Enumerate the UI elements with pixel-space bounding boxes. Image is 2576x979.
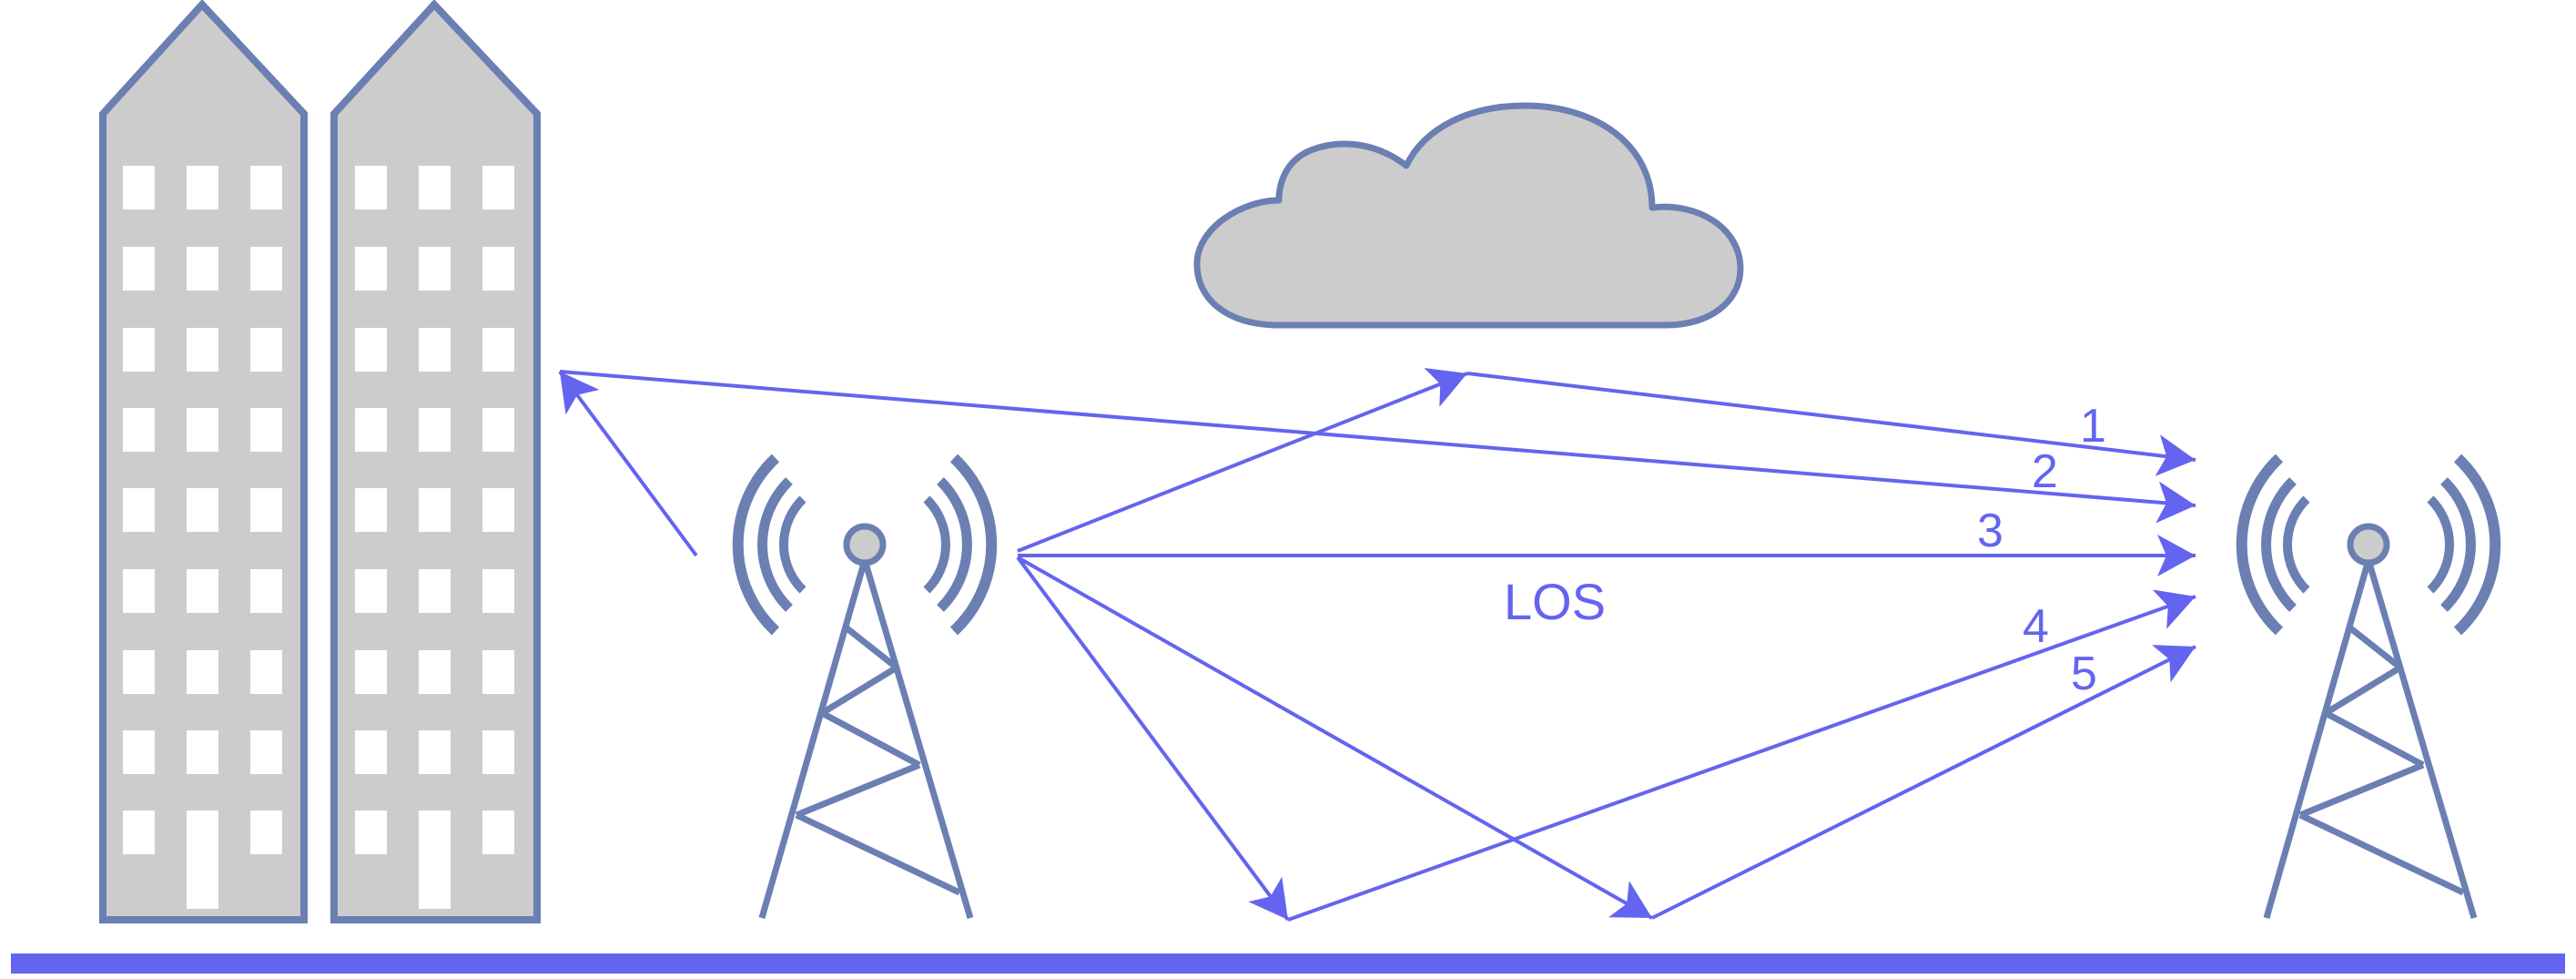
building-window <box>355 488 387 532</box>
path-label-3: 3 <box>1977 505 2003 557</box>
building-window <box>187 328 218 372</box>
building-window <box>419 650 451 694</box>
building-window <box>355 408 387 452</box>
building-window <box>419 488 451 532</box>
path-label-2: 2 <box>2032 445 2058 498</box>
building-window <box>482 408 514 452</box>
building-left-windows <box>123 166 282 909</box>
path-label-5: 5 <box>2071 648 2097 700</box>
building-window <box>482 730 514 774</box>
receiver-antenna <box>2236 454 2501 919</box>
building-window <box>355 811 387 854</box>
path-label-4: 4 <box>2023 600 2049 653</box>
building-window <box>250 811 282 854</box>
building-door <box>419 811 451 909</box>
building-window <box>250 166 282 209</box>
building-right-windows <box>355 166 514 909</box>
los-label: LOS <box>1504 573 1606 630</box>
ray-path-1-reflected <box>1466 372 2196 476</box>
building-window <box>123 247 155 291</box>
building-right <box>330 0 541 923</box>
building-window <box>123 328 155 372</box>
building-window <box>250 650 282 694</box>
building-window <box>355 166 387 209</box>
building-window <box>355 730 387 774</box>
building-window <box>419 247 451 291</box>
ray-path-1-incident <box>1017 368 1468 553</box>
building-window <box>355 328 387 372</box>
path-label-1: 1 <box>2080 400 2106 453</box>
transmitter-tower <box>758 523 974 919</box>
building-window <box>419 328 451 372</box>
building-window <box>482 247 514 291</box>
building-left <box>99 0 308 923</box>
building-window <box>187 650 218 694</box>
building-window <box>419 166 451 209</box>
building-window <box>419 730 451 774</box>
building-window <box>123 650 155 694</box>
building-window <box>187 247 218 291</box>
ray-path-4-reflected <box>1287 589 2196 922</box>
ray-path-2-incident <box>558 370 698 557</box>
building-window <box>250 408 282 452</box>
cloud <box>1193 102 1744 329</box>
building-window <box>419 408 451 452</box>
building-window <box>482 650 514 694</box>
building-window <box>250 488 282 532</box>
building-window <box>355 247 387 291</box>
building-window <box>123 166 155 209</box>
building-window <box>250 730 282 774</box>
ray-path-2-reflected <box>559 370 2196 524</box>
transmitter-signal-waves <box>732 454 998 636</box>
building-window <box>482 328 514 372</box>
building-window <box>187 488 218 532</box>
building-window <box>123 488 155 532</box>
building-window <box>482 569 514 613</box>
building-window <box>123 408 155 452</box>
building-window <box>123 569 155 613</box>
building-window <box>123 811 155 854</box>
building-window <box>187 166 218 209</box>
building-window <box>123 730 155 774</box>
building-window <box>250 569 282 613</box>
building-window <box>482 488 514 532</box>
building-window <box>187 730 218 774</box>
building-door <box>187 811 218 909</box>
building-window <box>482 166 514 209</box>
ray-path-5-incident <box>1017 556 1653 920</box>
building-window <box>250 328 282 372</box>
ray-path-5-reflected <box>1651 645 2196 920</box>
transmitter-antenna <box>732 454 998 919</box>
building-window <box>187 408 218 452</box>
building-window <box>355 569 387 613</box>
receiver-signal-waves <box>2236 454 2501 636</box>
building-window <box>482 811 514 854</box>
ray-path-4-incident <box>1016 556 1290 922</box>
propagation-paths <box>558 368 2196 922</box>
ground-line <box>11 954 2565 974</box>
receiver-tower <box>2263 523 2478 919</box>
building-window <box>419 569 451 613</box>
building-window <box>187 569 218 613</box>
building-window <box>250 247 282 291</box>
building-window <box>355 650 387 694</box>
